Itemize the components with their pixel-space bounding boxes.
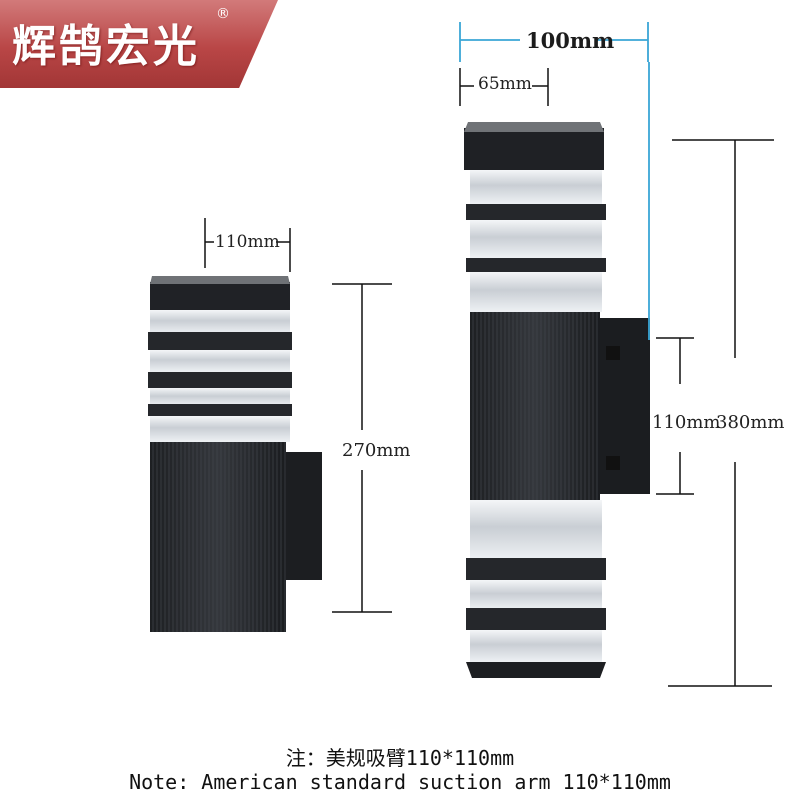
small-width-label: 110mm bbox=[215, 232, 280, 252]
note-english: Note: American standard suction arm 110*… bbox=[129, 770, 671, 794]
large-lamp-glass-top-1 bbox=[470, 170, 602, 204]
large-lamp-glass-bottom-1 bbox=[470, 500, 602, 560]
large-lamp-band-bottom-1 bbox=[466, 558, 606, 580]
large-depth-label: 65mm bbox=[478, 74, 532, 94]
small-lamp-glass-1 bbox=[150, 310, 290, 334]
large-lamp-glass-top-3 bbox=[470, 272, 602, 312]
large-lamp-glass-bottom-2 bbox=[470, 580, 602, 610]
dimension-arm bbox=[656, 337, 694, 495]
small-lamp-glass-4 bbox=[150, 416, 290, 442]
large-height-label: 380mm bbox=[716, 412, 785, 433]
small-lamp-glass-2 bbox=[150, 350, 290, 372]
large-lamp bbox=[464, 122, 650, 678]
dimension-small-height bbox=[332, 283, 392, 613]
large-lamp-glass-bottom-3 bbox=[470, 630, 602, 662]
dimension-small-width bbox=[204, 218, 291, 272]
large-lamp-base bbox=[466, 662, 606, 678]
arm-size-label: 110mm bbox=[652, 412, 721, 433]
large-lamp-glass-top-2 bbox=[470, 220, 602, 258]
dimension-large-depth bbox=[459, 68, 549, 106]
large-width-label: 100mm bbox=[526, 28, 615, 53]
dimension-large-width bbox=[459, 22, 650, 340]
small-height-label: 270mm bbox=[342, 440, 411, 461]
small-lamp-band-3 bbox=[148, 404, 292, 416]
small-lamp-band-2 bbox=[148, 372, 292, 388]
small-lamp-arm bbox=[286, 452, 322, 580]
small-lamp-cap bbox=[150, 282, 290, 310]
large-lamp-band-bottom-2 bbox=[466, 608, 606, 630]
large-lamp-cap bbox=[464, 128, 604, 170]
registered-mark: ® bbox=[216, 6, 230, 22]
brand-banner bbox=[0, 0, 278, 88]
small-lamp-glass-3 bbox=[150, 388, 290, 406]
small-lamp-band-1 bbox=[148, 332, 292, 350]
note-chinese: 注：美规吸臂110*110mm bbox=[285, 746, 515, 770]
large-lamp-band-top-2 bbox=[466, 258, 606, 272]
brand-name: 辉鹄宏光 bbox=[12, 21, 200, 72]
large-lamp-band-top-1 bbox=[466, 204, 606, 220]
small-lamp bbox=[148, 276, 322, 632]
dimension-large-height bbox=[668, 139, 774, 687]
